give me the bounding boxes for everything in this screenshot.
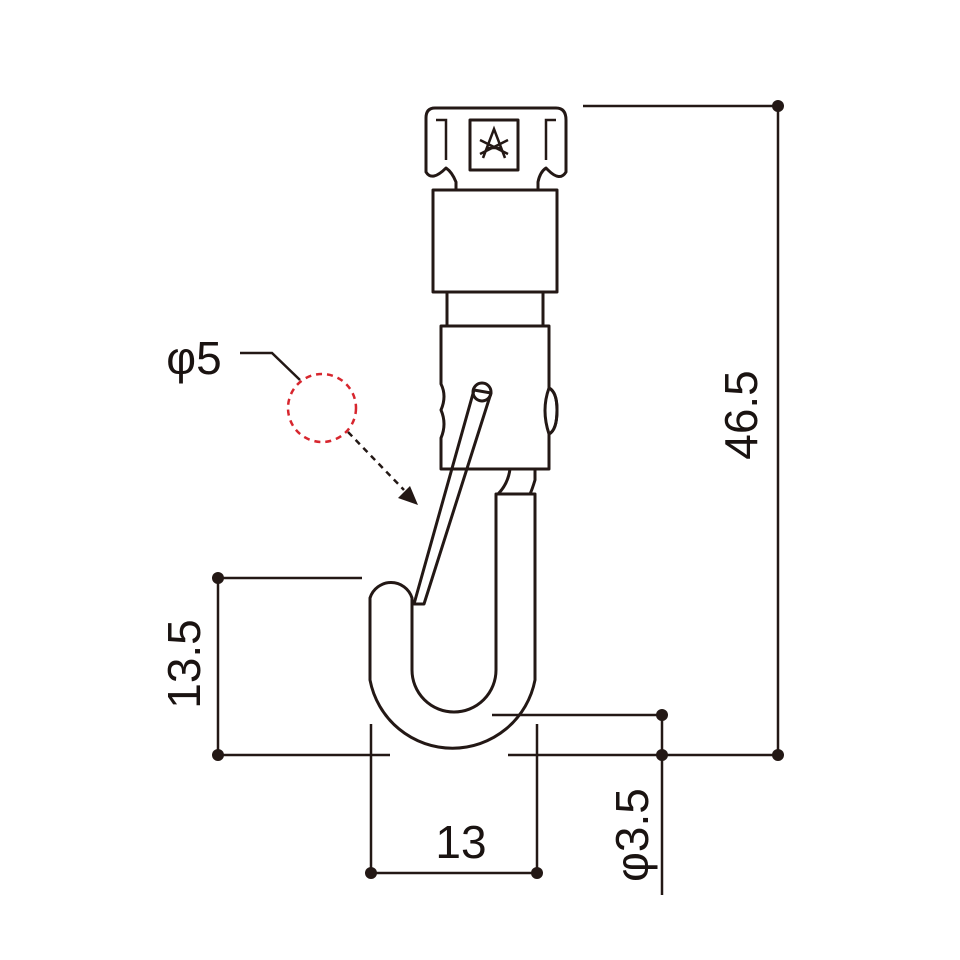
top-clip-inner-left [436, 118, 448, 160]
overall-height-label: 46.5 [715, 370, 767, 460]
dimension-lines [212, 100, 784, 895]
hook-drawing: A [368, 106, 568, 750]
upper-body [431, 188, 559, 294]
hook-width-label: 13 [435, 816, 486, 868]
latch-pivot [471, 381, 493, 403]
logo-box [468, 118, 520, 172]
arrow-head [398, 486, 418, 505]
hook-depth-label: 13.5 [158, 619, 210, 709]
ring-dashed-circle [286, 372, 358, 444]
neck [445, 290, 545, 328]
latch-gate [412, 388, 493, 606]
top-clip [424, 106, 568, 192]
ring-diameter-label: φ5 [166, 332, 221, 384]
side-button [543, 386, 559, 436]
hook-body [368, 492, 537, 750]
brand-logo [479, 125, 509, 159]
wire-diameter-label: φ3.5 [606, 788, 658, 882]
top-clip-inner-right [544, 118, 556, 160]
shank [496, 467, 537, 496]
